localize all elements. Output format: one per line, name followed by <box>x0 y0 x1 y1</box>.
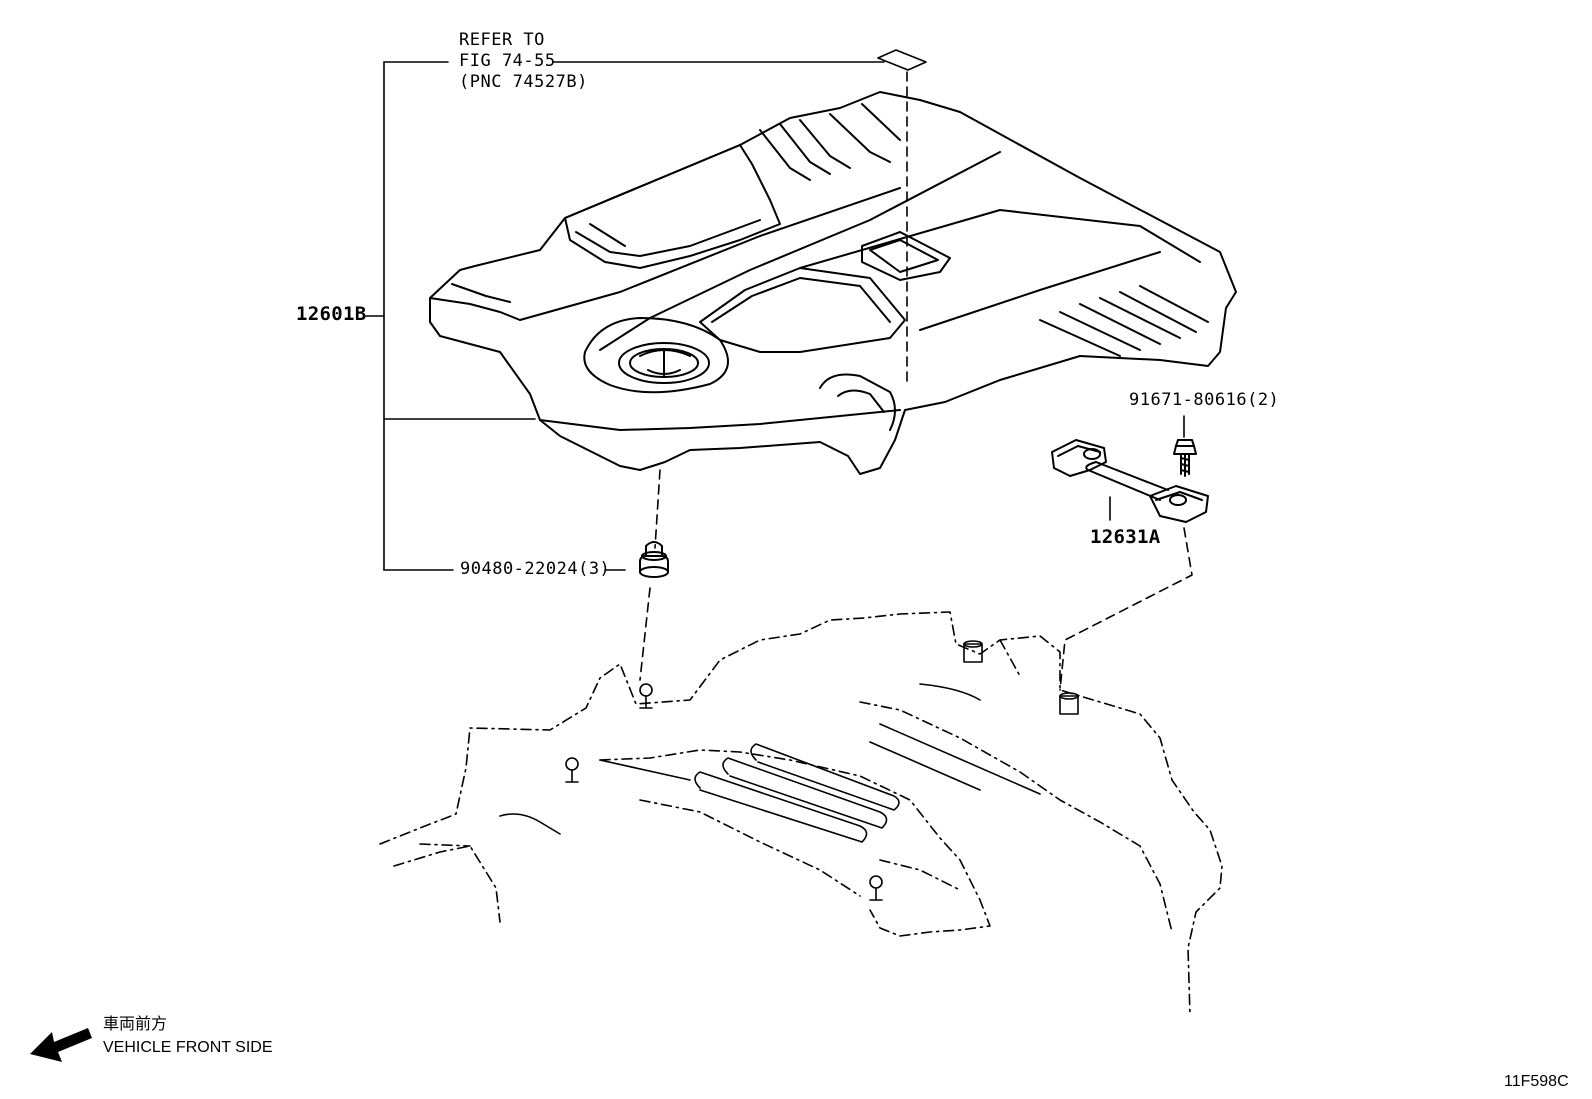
bolt-icon <box>1173 439 1197 477</box>
reference-note-line3: (PNC 74527B) <box>459 72 588 92</box>
stud-icon <box>1059 692 1079 715</box>
arrow-left-icon <box>30 1028 92 1062</box>
part-label-grommet[interactable]: 90480-22024(3) <box>460 559 611 579</box>
assembly-dashed-lines <box>639 71 1193 691</box>
stud-icon <box>869 875 883 901</box>
stud-icon <box>565 757 579 783</box>
reference-note-line1: REFER TO <box>459 30 545 50</box>
reference-note-line2: FIG 74-55 <box>459 51 556 71</box>
grommet-icon <box>639 541 669 578</box>
part-label-engine-cover[interactable]: 12601B <box>296 303 367 325</box>
stud-icon <box>963 640 983 663</box>
engine-outline <box>379 611 1223 1017</box>
engine-studs <box>565 640 1079 901</box>
engine-details <box>499 683 1041 843</box>
stud-icon <box>639 683 653 709</box>
direction-label-english: VEHICLE FRONT SIDE <box>103 1039 273 1056</box>
clip-placeholder-icon <box>877 49 927 71</box>
part-label-bolt[interactable]: 91671-80616(2) <box>1129 390 1280 410</box>
cover-stay-drawing <box>1051 439 1209 523</box>
leader-lines <box>365 61 1185 571</box>
engine-cover-drawing <box>429 91 1237 475</box>
direction-label-japanese: 車両前方 <box>103 1016 168 1033</box>
figure-code: 11F598C <box>1504 1073 1569 1090</box>
part-label-cover-stay[interactable]: 12631A <box>1090 526 1161 548</box>
reference-note: REFER TO FIG 74-55 (PNC 74527B) <box>459 30 588 93</box>
